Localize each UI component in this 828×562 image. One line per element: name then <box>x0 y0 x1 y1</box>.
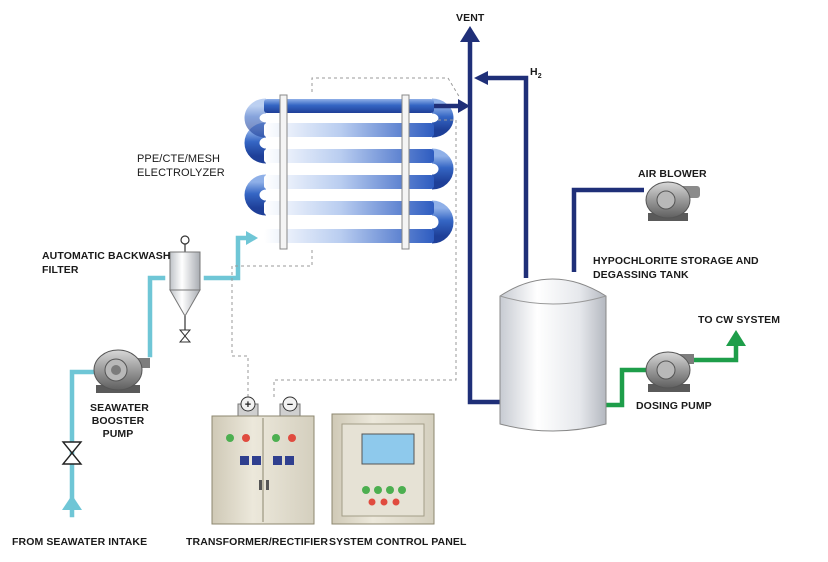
intake-arrow <box>62 495 82 510</box>
transformer-rectifier <box>211 396 315 525</box>
cw-output-line <box>606 344 739 408</box>
h2-label: H2 <box>530 66 542 83</box>
vent-arrow <box>460 26 480 42</box>
filter-label-2: FILTER <box>42 264 79 276</box>
booster-pump-label-2: BOOSTER <box>91 415 145 427</box>
seawater-line <box>69 235 255 518</box>
positive-terminal <box>240 396 256 412</box>
hydrogen-line <box>434 38 644 405</box>
seawater-booster-pump <box>93 349 150 393</box>
electrolyzer-outlet-arrow <box>458 99 470 113</box>
cw-arrow <box>726 330 746 346</box>
to-cw-label: TO CW SYSTEM <box>698 314 781 326</box>
electrolyzer-label-1: PPE/CTE/MESH <box>137 153 221 165</box>
plus-label: + <box>245 399 251 411</box>
booster-pump-label-1: SEAWATER <box>90 402 149 414</box>
dosing-pump-label: DOSING PUMP <box>636 400 712 412</box>
electrolyzer <box>244 94 454 250</box>
minus-label: − <box>287 399 293 411</box>
intake-label: FROM SEAWATER INTAKE <box>12 536 148 548</box>
rectifier-label: TRANSFORMER/RECTIFIER <box>186 536 329 548</box>
h2-arrow <box>474 71 488 85</box>
control-wiring <box>231 77 461 400</box>
air-blower <box>645 181 700 221</box>
dosing-pump <box>645 351 694 392</box>
filter-label-1: AUTOMATIC BACKWASH <box>42 250 171 262</box>
control-panel-label: SYSTEM CONTROL PANEL <box>329 536 467 548</box>
tank-label-2: DEGASSING TANK <box>593 269 689 281</box>
backwash-filter <box>169 235 201 343</box>
tank-label-1: HYPOCHLORITE STORAGE AND <box>593 255 759 267</box>
air-blower-label: AIR BLOWER <box>638 168 707 180</box>
booster-pump-label-3: PUMP <box>102 428 134 440</box>
panel-screen <box>361 433 415 465</box>
h2-text: H <box>530 66 538 78</box>
hypochlorite-tank <box>499 278 607 432</box>
system-control-panel <box>331 413 435 525</box>
vent-label: VENT <box>456 12 485 24</box>
feed-arrow <box>246 231 258 245</box>
isolation-valve <box>61 441 83 465</box>
h2-subscript: 2 <box>537 73 542 81</box>
negative-terminal <box>282 396 298 412</box>
electrolyzer-label-2: ELECTROLYZER <box>137 167 225 179</box>
